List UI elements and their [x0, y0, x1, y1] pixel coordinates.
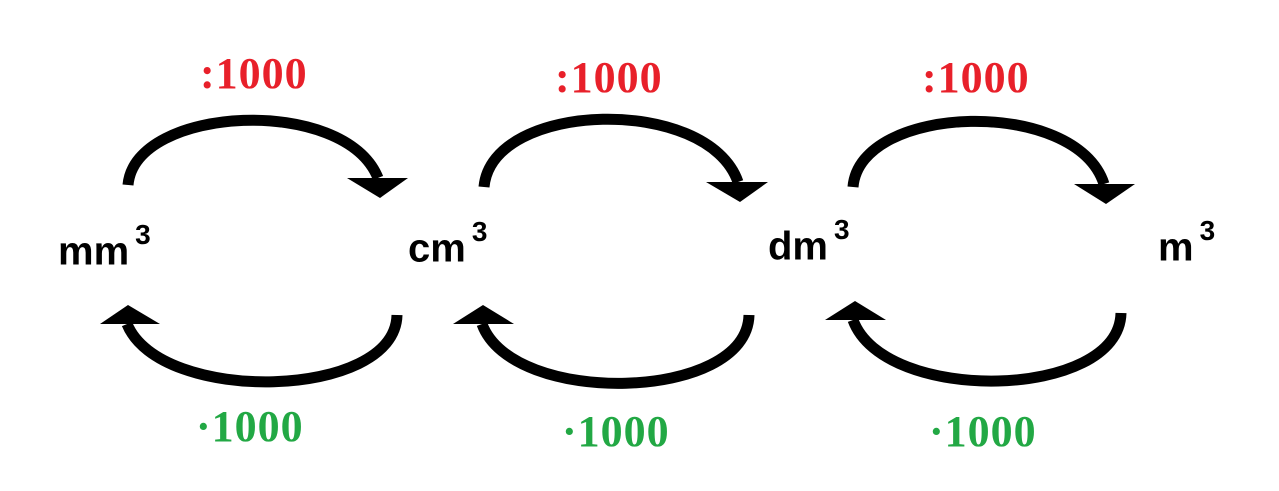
arrow-bottom-2: [453, 305, 755, 389]
multiply-label-3: ·1000: [929, 407, 1037, 456]
arrow-bottom-1: [100, 305, 403, 388]
arrow-bottom-3: [825, 301, 1127, 387]
multiply-label-1: ·1000: [196, 402, 304, 451]
divide-label-2: :1000: [555, 53, 663, 102]
arrow-top-2: [478, 113, 768, 202]
arrow-top-3: [847, 115, 1135, 204]
divide-label-3: :1000: [922, 53, 1030, 102]
multiply-label-2: ·1000: [562, 407, 670, 456]
arrow-top-1: [122, 114, 408, 198]
divide-label-1: :1000: [200, 49, 308, 98]
